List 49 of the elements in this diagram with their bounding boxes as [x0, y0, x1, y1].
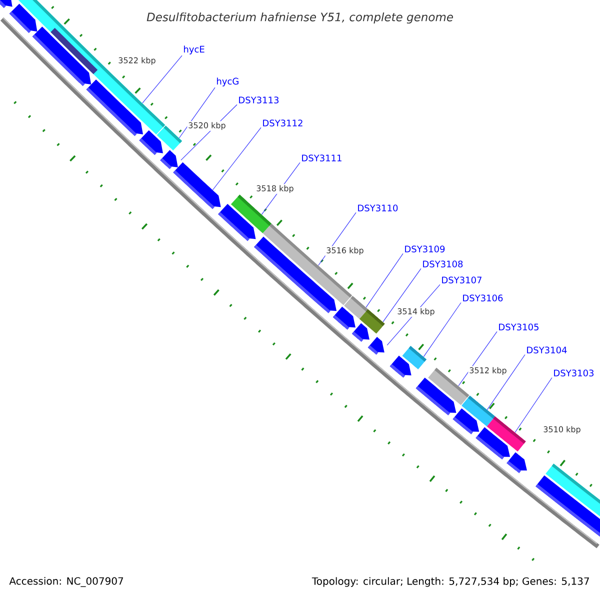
gene-bar: [428, 368, 470, 406]
gene-feature: [506, 452, 527, 474]
scale-label: 3512 kbp: [468, 366, 508, 376]
gene-bar: [486, 416, 526, 452]
gene-label: DSY3108: [423, 260, 463, 268]
gene-label: DSY3112: [263, 120, 302, 126]
gene-bar: [156, 126, 182, 150]
scale-label: 3514 kbp: [396, 307, 436, 317]
scale-label: 3520 kbp: [187, 121, 227, 131]
scale-label: 3518 kbp: [255, 184, 295, 194]
gene-label: DSY3103: [554, 370, 594, 376]
gene-feature: [86, 79, 144, 136]
leader-line: [142, 55, 182, 104]
leader-line: [366, 253, 404, 308]
leader-line: [458, 331, 498, 386]
gene-feature: [352, 323, 370, 342]
gene-label: DSY3107: [442, 276, 482, 284]
gene-feature: [452, 408, 480, 434]
gene-feature: [368, 336, 384, 355]
gene-feature: [173, 162, 221, 210]
gene-feature: [0, 0, 12, 8]
gene-bar: [402, 346, 427, 370]
scale-label: 3522 kbp: [117, 56, 157, 66]
leader-line: [423, 302, 462, 357]
gene-feature: [160, 150, 178, 170]
gene-feature: [139, 130, 163, 156]
scale-label: 3516 kbp: [325, 246, 365, 256]
gene-feature: [9, 4, 38, 34]
gene-label: DSY3104: [527, 346, 567, 354]
gene-label: DSY3109: [405, 246, 445, 252]
leader-line: [514, 377, 552, 433]
gene-label: DSY3113: [239, 96, 279, 104]
scale-label: 3510 kbp: [542, 425, 582, 435]
gene-label: hycE: [184, 46, 204, 54]
gene-label: hycG: [217, 78, 238, 86]
gene-bar: [230, 194, 272, 234]
gene-bar: [50, 28, 98, 74]
gene-label: DSY3111: [302, 154, 342, 162]
footer-text: Topology: circular; Length: 5,727,534 bp; Genes: 5,137: [310, 576, 591, 588]
leader-line: [486, 354, 526, 410]
leader-line: [382, 268, 422, 322]
gene-label: DSY3105: [499, 324, 538, 330]
title: Desulfitobacterium hafniense Y51, complete genome: [146, 12, 453, 24]
leader-line: [178, 87, 216, 138]
gene-feature: [536, 475, 600, 537]
leader-line: [212, 127, 262, 190]
gene-label: DSY3110: [358, 204, 398, 212]
gene-label: DSY3106: [463, 294, 503, 302]
footer-text: Accession: NC_007907: [8, 576, 125, 588]
